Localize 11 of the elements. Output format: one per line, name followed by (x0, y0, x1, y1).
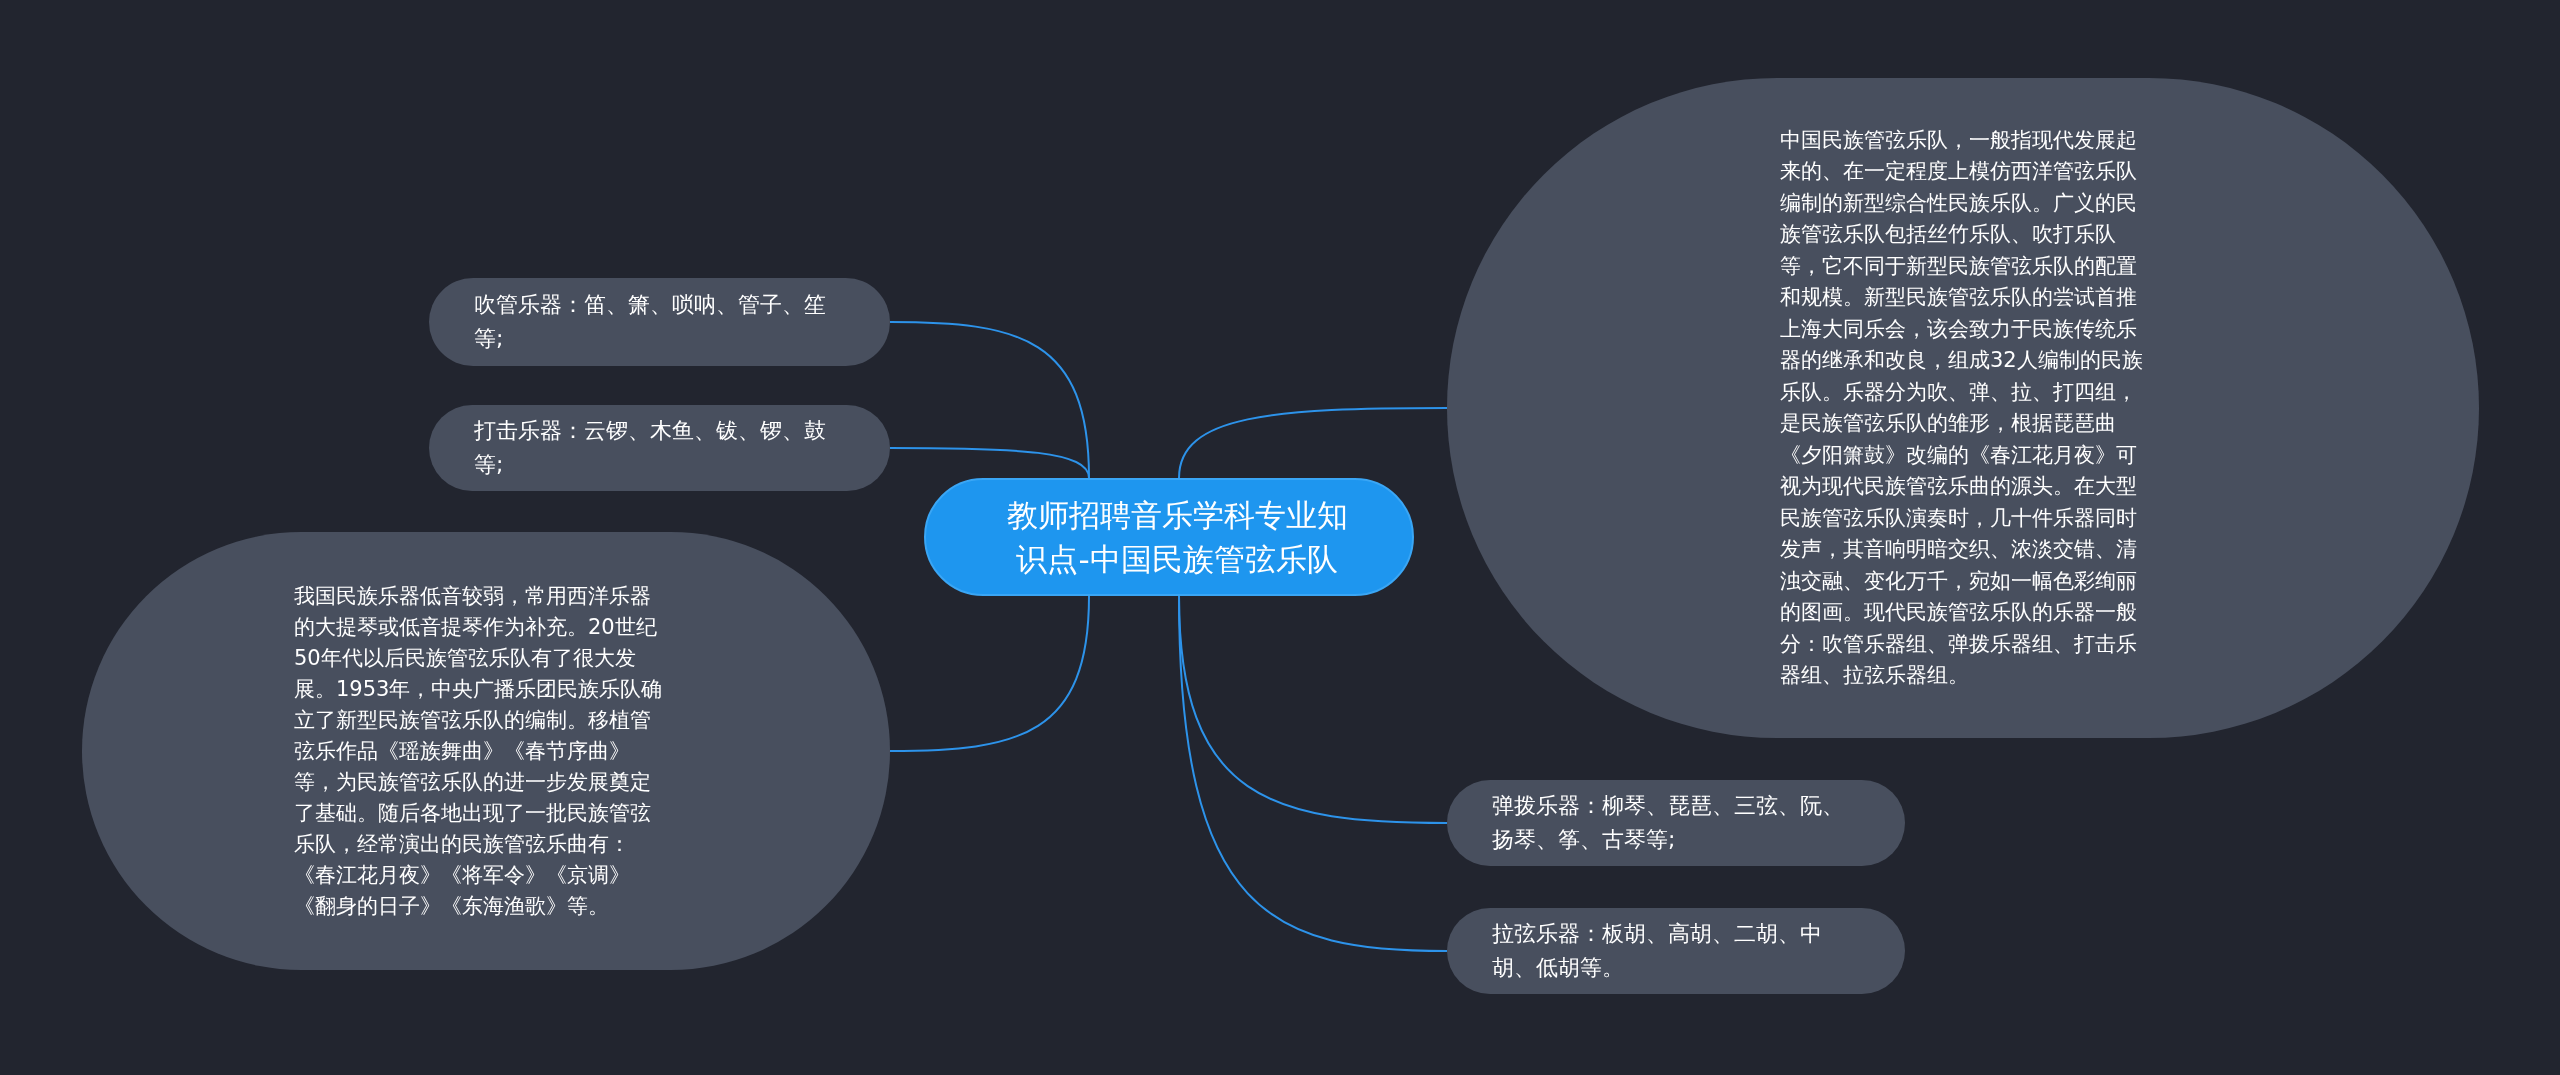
topic-text: 打击乐器：云锣、木鱼、钹、锣、鼓等; (474, 417, 827, 479)
connector-line (889, 447, 1090, 479)
connector-line (1178, 595, 1448, 952)
topic-text: 我国民族乐器低音较弱，常用西洋乐器的大提琴或低音提琴作为补充。20世纪50年代以后民族管弦乐队有了很大发展。1953年，中央广播乐团民族乐队确立了新型民族管弦乐队的编制。移植管弦乐作品《瑶族舞曲》《春节序曲》等，为民族管弦乐队的进一步发展奠定了基础。随后各地出现了一批民族管弦乐队，经常演出的民族管弦乐曲有：《春江花月夜》《将军令》《京调》《翻身的日子》《东海渔歌》等。 (294, 582, 664, 920)
topic-text: 拉弦乐器：板胡、高胡、二胡、中胡、低胡等。 (1492, 920, 1823, 982)
topic-text: 中国民族管弦乐队，一般指现代发展起来的、在一定程度上模仿西洋管弦乐队编制的新型综合性民族乐队。广义的民族管弦乐队包括丝竹乐队、吹打乐队等，它不同于新型民族管弦乐队的配置和规模。新型民族管弦乐队的尝试首推上海大同乐会，该会致力于民族传统乐器的继承和改良，组成32人编制的民族乐队。乐器分为吹、弹、拉、打四组，是民族管弦乐队的雏形，根据琵琶曲《夕阳箫鼓》改编的《春江花月夜》可视为现代民族管弦乐曲的源头。在大型民族管弦乐队演奏时，几十件乐器同时发声，其音响明暗交织、浓淡交错、清浊交融、变化万千，宛如一幅色彩绚丽的图画。现代民族管弦乐队的乐器一般分：吹管乐器组、弹拨乐器组、打击乐器组、拉弦乐器组。 (1780, 126, 2144, 689)
connector-line (889, 595, 1090, 752)
topic-text: 教师招聘音乐学科专业知识点-中国民族管弦乐队 (1005, 496, 1349, 579)
connector-line (1178, 407, 1448, 479)
topic-text: 弹拨乐器：柳琴、琵琶、三弦、阮、扬琴、筝、古琴等; (1492, 792, 1845, 854)
topic-text: 吹管乐器：笛、箫、唢呐、管子、笙等; (474, 291, 827, 353)
